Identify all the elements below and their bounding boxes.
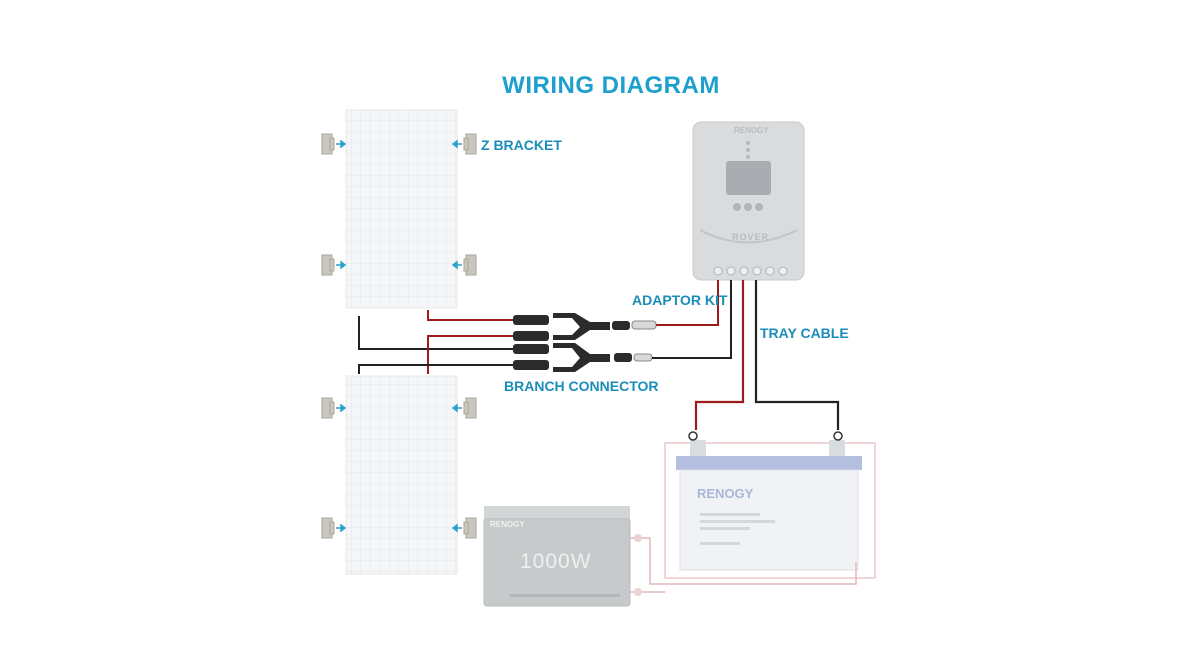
z-bracket-icon [463,397,477,419]
arrow-icon [451,523,462,533]
z-bracket-icon [321,397,335,419]
tray-cable-label: TRAY CABLE [760,325,849,341]
diagram-title: WIRING DIAGRAM [502,72,720,99]
inverter-terminals [634,534,642,596]
battery-brand-logo: RENOGY [697,486,754,501]
charge-controller [692,121,805,281]
z-bracket-icons [321,133,477,539]
arrow-icon [451,403,462,413]
arrow-icon [336,260,347,270]
adaptor-kit-cables [631,280,732,362]
adaptor-kit-label: ADAPTOR KIT [632,292,728,308]
inverter [483,506,631,607]
tray-cables [688,280,843,441]
z-bracket-icon [463,517,477,539]
ring-terminal-icon [833,431,843,441]
z-bracket-icon [321,254,335,276]
z-bracket-icon [321,517,335,539]
inverter-brand-logo: RENOGY [490,520,525,529]
z-bracket-icon [463,133,477,155]
panel-top-positive-lead [427,310,513,321]
mc4-connector-icon [513,313,632,372]
panel-bottom-positive-lead [427,335,513,374]
arrow-icons [336,139,462,533]
arrow-icon [336,523,347,533]
controller-terminals [713,266,788,276]
ring-terminal-icon [688,431,698,441]
z-bracket-label: Z BRACKET [481,137,562,153]
inverter-power-label: 1000W [520,550,592,573]
controller-brand-logo: RENOGY [734,126,769,135]
branch-connector-label: BRANCH CONNECTOR [504,378,659,394]
panel-bottom-negative-lead [358,364,513,374]
z-bracket-icon [321,133,335,155]
panel-top-negative-lead [358,316,513,350]
arrow-icon [336,403,347,413]
arrow-icon [451,139,462,149]
arrow-icon [336,139,347,149]
controller-model-label: ROVER [732,232,770,242]
arrow-icon [451,260,462,270]
battery [664,440,876,579]
solar-panel-bottom [345,375,458,575]
solar-panel-top [345,109,458,309]
z-bracket-icon [463,254,477,276]
